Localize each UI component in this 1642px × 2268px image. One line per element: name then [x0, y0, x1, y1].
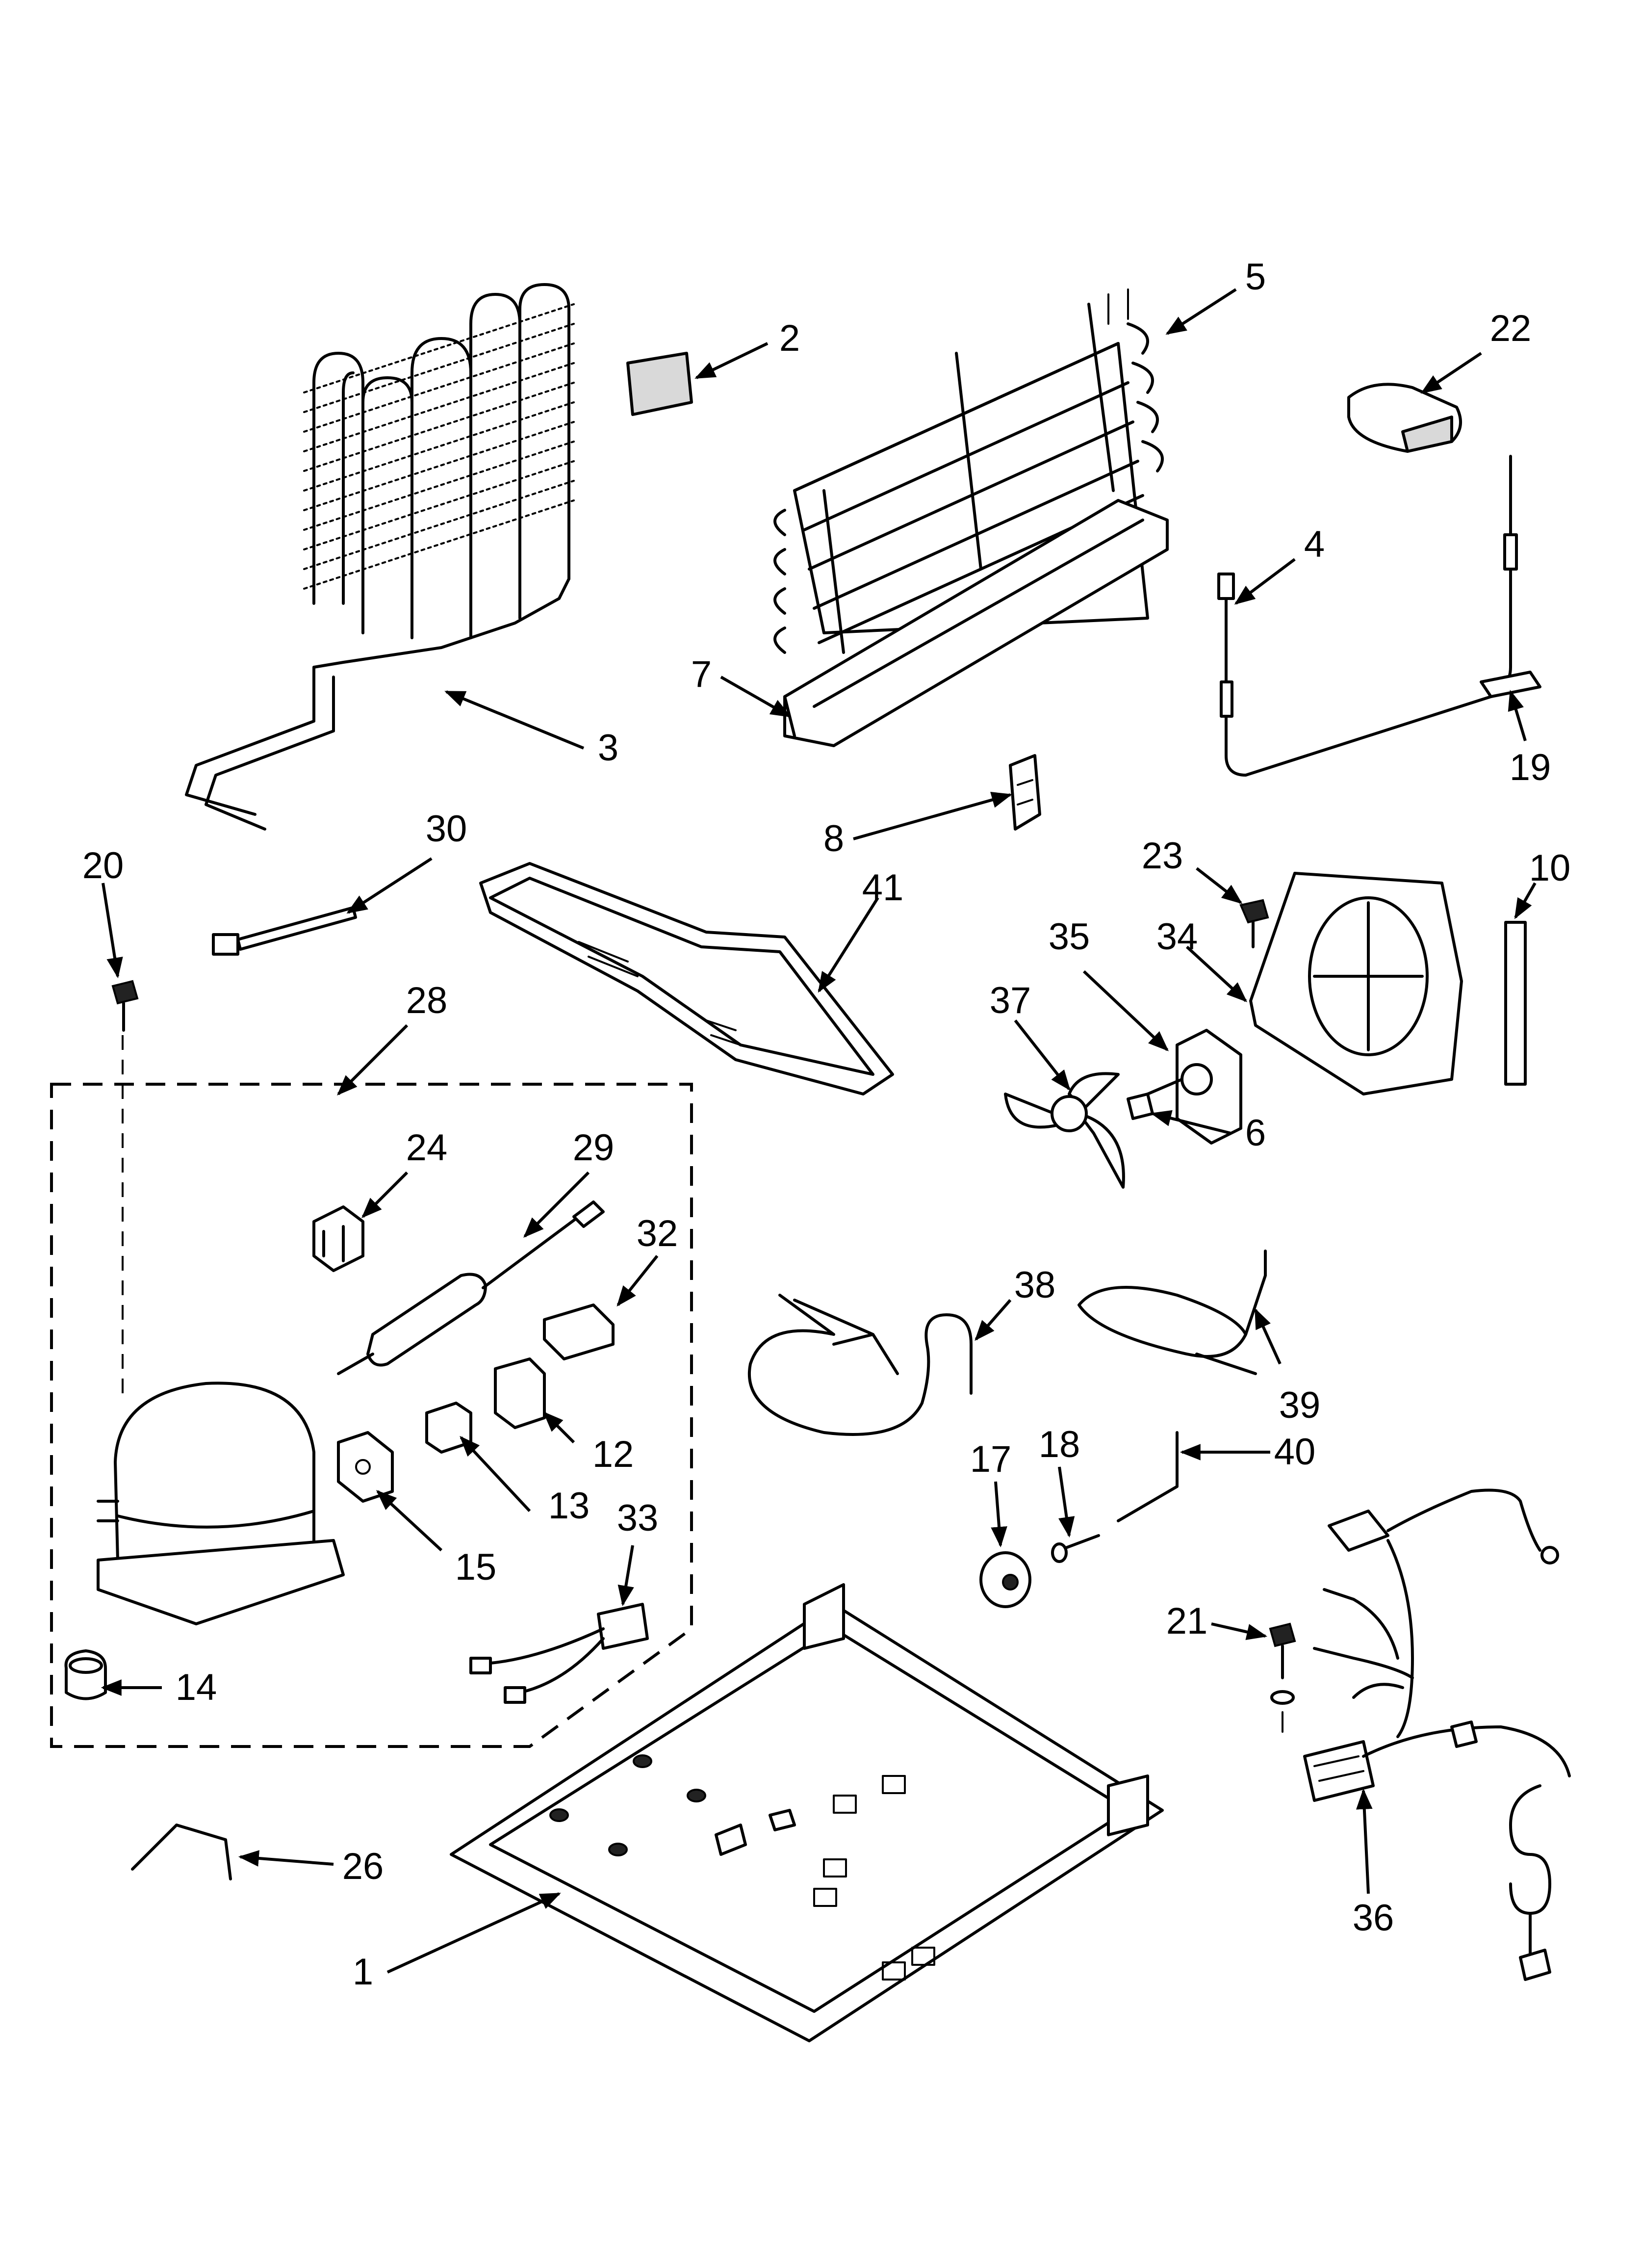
part-26-wire-bracket [131, 1824, 232, 1880]
part-2-filter-pad [626, 352, 693, 416]
part-30-cable-tie [212, 906, 357, 956]
callout-19: 19 [1510, 747, 1551, 788]
callout-13: 13 [548, 1485, 590, 1527]
part-10-strip [1504, 921, 1527, 1086]
part-17-roller [979, 1551, 1031, 1608]
part-37-fan-blade [1004, 1072, 1125, 1189]
part-38-tube [747, 1294, 973, 1436]
callout-2: 2 [779, 317, 800, 359]
callout-37: 37 [990, 980, 1031, 1021]
callout-32: 32 [637, 1213, 678, 1254]
callout-4: 4 [1304, 523, 1325, 565]
callout-10: 10 [1529, 847, 1571, 889]
callout-12: 12 [592, 1434, 634, 1475]
callout-18: 18 [1039, 1424, 1080, 1465]
part-13-start-device [425, 1402, 472, 1454]
callout-3: 3 [598, 727, 618, 769]
callout-23: 23 [1142, 835, 1183, 877]
callout-8: 8 [823, 818, 844, 860]
part-4-thermistor [1217, 455, 1518, 777]
callout-38: 38 [1014, 1264, 1056, 1306]
part-22-cap [1347, 383, 1462, 453]
part-18-axle-pin [1051, 1534, 1100, 1563]
part-33-harness [469, 1603, 649, 1704]
compressor [97, 1382, 345, 1625]
part-19-clip [1480, 671, 1541, 698]
callout-7: 7 [691, 653, 712, 695]
callout-29: 29 [573, 1127, 615, 1169]
callout-5: 5 [1245, 256, 1266, 298]
part-20-screw [111, 980, 139, 1403]
part-24-connector [312, 1205, 364, 1272]
callout-39: 39 [1279, 1384, 1321, 1426]
callout-26: 26 [342, 1846, 384, 1887]
callout-21: 21 [1166, 1600, 1208, 1642]
part-32-relay [543, 1303, 615, 1360]
callout-41: 41 [862, 867, 904, 909]
part-40-l-tube [1117, 1431, 1179, 1522]
part-35-fan-motor [1146, 1029, 1242, 1145]
callout-30: 30 [426, 808, 467, 850]
callout-labels: 1 2 3 4 5 6 7 8 10 12 13 14 15 17 18 19 … [82, 256, 1571, 1993]
part-39-hose [1078, 1250, 1267, 1375]
callout-24: 24 [406, 1127, 448, 1169]
part-14-grommet [64, 1649, 107, 1700]
part-36-wiring-harness [1303, 1488, 1571, 1981]
part-12-overload [494, 1357, 546, 1429]
part-5-evaporator [773, 288, 1164, 654]
callout-33: 33 [617, 1497, 659, 1539]
callout-15: 15 [455, 1546, 497, 1588]
part-8-bracket [1009, 754, 1041, 831]
part-21-screw [1269, 1622, 1296, 1733]
callout-28: 28 [406, 980, 448, 1021]
part-41-drain-pan [479, 862, 894, 1095]
leader-lines [101, 288, 1537, 1974]
callout-35: 35 [1049, 916, 1090, 958]
part-34-fan-shroud [1249, 872, 1463, 1095]
callout-36: 36 [1353, 1897, 1394, 1939]
part-3-condenser-coil [185, 283, 575, 831]
callout-17: 17 [970, 1438, 1012, 1480]
callout-20: 20 [82, 845, 124, 886]
part-15-terminal-cover [337, 1431, 394, 1503]
callout-22: 22 [1490, 308, 1532, 349]
callout-40: 40 [1274, 1431, 1316, 1473]
callout-1: 1 [353, 1951, 373, 1993]
callout-6: 6 [1245, 1112, 1266, 1154]
part-29-drier [337, 1200, 605, 1375]
part-1-base-frame [450, 1583, 1164, 2042]
callout-34: 34 [1156, 916, 1198, 958]
part-6-screw [1127, 1093, 1154, 1120]
part-23-screw [1239, 899, 1269, 948]
callout-14: 14 [176, 1667, 217, 1708]
